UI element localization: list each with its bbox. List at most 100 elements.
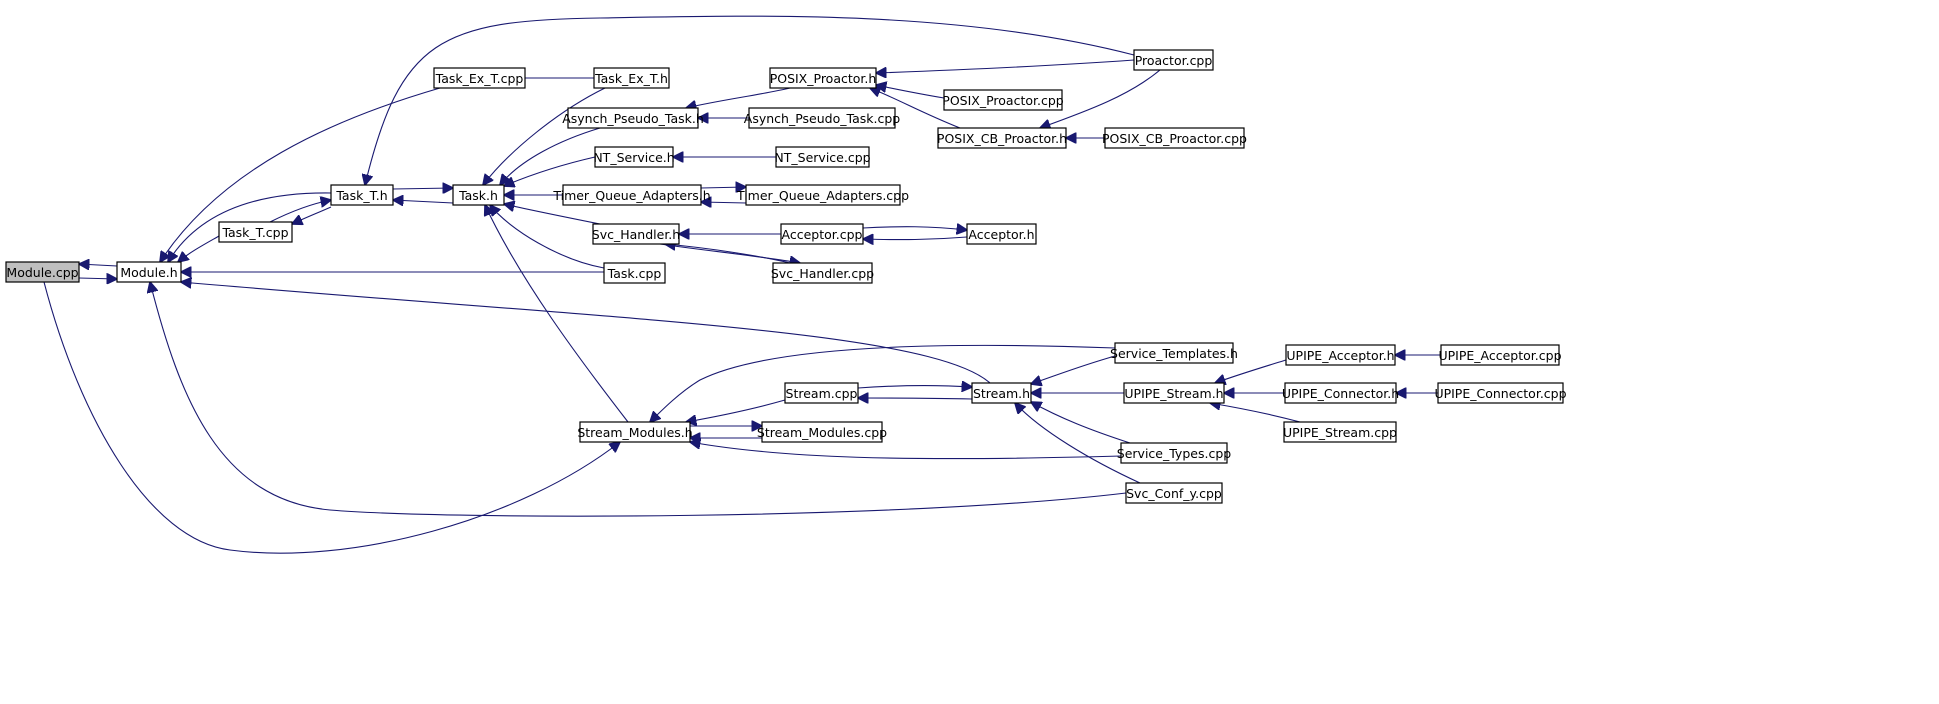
node-module-cpp[interactable]: Module.cpp (5, 261, 80, 283)
node-upipe-connector-h[interactable]: UPIPE_Connector.h (1282, 382, 1399, 404)
node-timer-queue-adapters-cpp[interactable]: Timer_Queue_Adapters.cpp (736, 184, 909, 206)
edge-acceptor-h-to-acceptor-cpp (863, 237, 968, 240)
node-label: UPIPE_Acceptor.cpp (1438, 348, 1561, 363)
node-label: Stream.cpp (786, 386, 858, 401)
edge-module-cpp-to-module-h (78, 278, 117, 279)
node-module-h[interactable]: Module.h (116, 261, 182, 283)
node-label: Svc_Conf_y.cpp (1126, 486, 1222, 501)
node-stream-h[interactable]: Stream.h (971, 382, 1032, 404)
node-acceptor-h[interactable]: Acceptor.h (966, 223, 1037, 245)
node-task-ex-t-cpp[interactable]: Task_Ex_T.cpp (433, 67, 526, 89)
node-label: Task.h (458, 188, 498, 203)
edge-posix-proactor-h-to-asynch-pseudo-task-h (686, 87, 791, 108)
node-box (780, 223, 864, 245)
node-task-h[interactable]: Task.h (452, 184, 505, 206)
node-label: Task_Ex_T.h (594, 71, 668, 86)
node-box (1283, 421, 1397, 443)
node-label: UPIPE_Connector.h (1282, 386, 1399, 401)
node-upipe-connector-cpp[interactable]: UPIPE_Connector.cpp (1434, 382, 1567, 404)
node-posix-cb-proactor-cpp[interactable]: POSIX_CB_Proactor.cpp (1102, 127, 1247, 149)
node-service-types-cpp[interactable]: Service_Types.cpp (1117, 442, 1231, 464)
node-nt-service-cpp[interactable]: NT_Service.cpp (774, 146, 871, 168)
node-upipe-acceptor-h[interactable]: UPIPE_Acceptor.h (1285, 344, 1396, 366)
node-asynch-pseudo-task-h[interactable]: Asynch_Pseudo_Task.h (562, 107, 704, 129)
node-box (966, 223, 1037, 245)
node-box (1284, 382, 1397, 404)
node-box (1125, 482, 1223, 504)
node-box (775, 146, 870, 168)
node-box (937, 127, 1067, 149)
edges-layer (43, 15, 1441, 554)
edge-timer-queue-adapters-cpp-to-timer-queue-adapters-h (701, 202, 747, 203)
node-box (769, 67, 877, 89)
edge-task-ex-t-h-to-task-h (483, 87, 606, 185)
node-label: Timer_Queue_Adapters.h (552, 188, 710, 203)
node-box (592, 223, 680, 245)
node-box (452, 184, 505, 206)
node-task-t-cpp[interactable]: Task_T.cpp (218, 221, 293, 243)
node-box (761, 421, 883, 443)
node-svc-handler-h[interactable]: Svc_Handler.h (592, 223, 680, 245)
node-posix-proactor-cpp[interactable]: POSIX_Proactor.cpp (942, 89, 1064, 111)
node-task-t-h[interactable]: Task_T.h (330, 184, 394, 206)
node-acceptor-cpp[interactable]: Acceptor.cpp (780, 223, 864, 245)
node-posix-proactor-h[interactable]: POSIX_Proactor.h (769, 67, 877, 89)
node-box (603, 262, 666, 284)
node-box (562, 184, 702, 206)
node-upipe-stream-cpp[interactable]: UPIPE_Stream.cpp (1283, 421, 1397, 443)
node-svc-conf-y-cpp[interactable]: Svc_Conf_y.cpp (1125, 482, 1223, 504)
edge-stream-h-to-stream-cpp (858, 398, 973, 399)
node-upipe-stream-h[interactable]: UPIPE_Stream.h (1123, 382, 1225, 404)
edge-task-t-cpp-to-module-h (178, 235, 220, 262)
edge-stream-h-to-module-h (181, 282, 991, 384)
node-stream-modules-h[interactable]: Stream_Modules.h (577, 421, 693, 443)
node-label: Stream_Modules.h (577, 425, 692, 440)
node-timer-queue-adapters-h[interactable]: Timer_Queue_Adapters.h (552, 184, 711, 206)
node-label: Task_T.cpp (221, 225, 288, 240)
node-box (971, 382, 1032, 404)
edge-svc-conf-y-cpp-to-stream-h (1015, 403, 1141, 484)
node-box (1133, 49, 1214, 71)
node-box (1440, 344, 1560, 366)
node-box (1285, 344, 1396, 366)
node-svc-handler-cpp[interactable]: Svc_Handler.cpp (771, 262, 874, 284)
node-box (330, 184, 394, 206)
node-stream-modules-cpp[interactable]: Stream_Modules.cpp (757, 421, 887, 443)
node-upipe-acceptor-cpp[interactable]: UPIPE_Acceptor.cpp (1438, 344, 1562, 366)
edge-stream-cpp-to-stream-modules-h (686, 399, 786, 422)
node-box (1114, 342, 1234, 364)
node-label: Service_Templates.h (1110, 346, 1238, 361)
node-box (748, 107, 896, 129)
edge-service-types-cpp-to-stream-modules-h (690, 442, 1122, 460)
edge-stream-cpp-to-stream-h (857, 386, 972, 388)
node-task-cpp[interactable]: Task.cpp (603, 262, 666, 284)
edge-task-t-h-to-task-h (392, 188, 453, 189)
node-proactor-cpp[interactable]: Proactor.cpp (1133, 49, 1214, 71)
edge-task-cpp-to-task-h (490, 205, 605, 269)
node-box (1120, 442, 1228, 464)
edge-asynch-pseudo-task-h-to-task-h (500, 127, 601, 185)
edge-nt-service-h-to-task-h (504, 156, 596, 186)
node-box (1437, 382, 1564, 404)
node-label: Acceptor.h (968, 227, 1034, 242)
node-posix-cb-proactor-h[interactable]: POSIX_CB_Proactor.h (937, 127, 1067, 149)
node-stream-cpp[interactable]: Stream.cpp (784, 382, 859, 404)
node-box (433, 67, 526, 89)
node-label: POSIX_Proactor.cpp (942, 93, 1063, 108)
node-box (594, 146, 674, 168)
edge-service-types-cpp-to-stream-h (1031, 402, 1131, 444)
node-box (943, 89, 1063, 111)
node-label: Svc_Handler.h (592, 227, 680, 242)
node-nt-service-h[interactable]: NT_Service.h (593, 146, 675, 168)
node-task-ex-t-h[interactable]: Task_Ex_T.h (593, 67, 670, 89)
node-label: Task.cpp (607, 266, 662, 281)
node-box (218, 221, 293, 243)
node-label: Asynch_Pseudo_Task.cpp (744, 111, 900, 126)
edge-upipe-stream-cpp-to-upipe-stream-h (1210, 403, 1301, 423)
node-service-templates-h[interactable]: Service_Templates.h (1110, 342, 1238, 364)
node-label: Task_Ex_T.cpp (435, 71, 524, 86)
node-box (567, 107, 699, 129)
edge-svc-handler-h-to-task-h (504, 204, 601, 225)
node-asynch-pseudo-task-cpp[interactable]: Asynch_Pseudo_Task.cpp (744, 107, 900, 129)
node-label: Svc_Handler.cpp (771, 266, 874, 281)
